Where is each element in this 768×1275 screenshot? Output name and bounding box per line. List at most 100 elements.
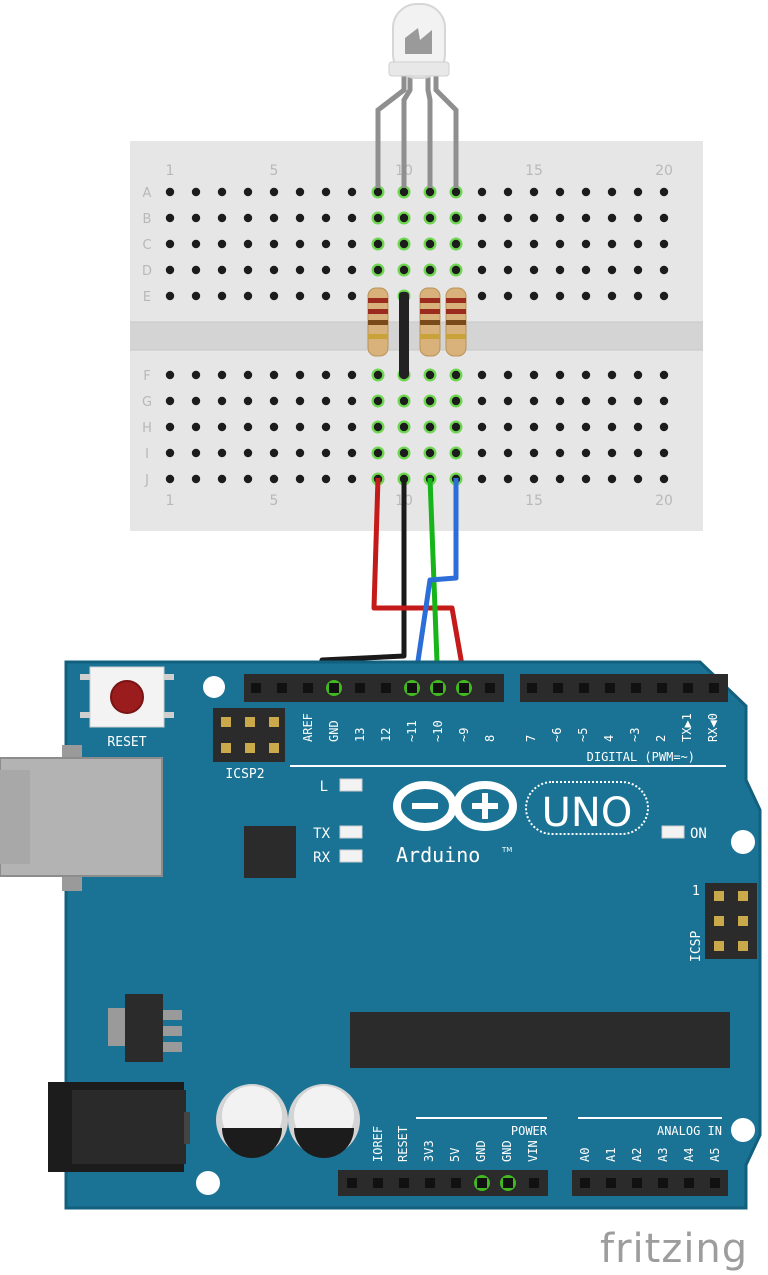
header-pin[interactable] xyxy=(399,1178,409,1188)
breadboard-hole[interactable] xyxy=(555,213,565,223)
breadboard-hole[interactable] xyxy=(399,239,409,249)
breadboard-hole[interactable] xyxy=(477,213,487,223)
breadboard-hole[interactable] xyxy=(399,448,409,458)
breadboard-hole[interactable] xyxy=(321,187,331,197)
breadboard-hole[interactable] xyxy=(347,213,357,223)
breadboard-hole[interactable] xyxy=(503,265,513,275)
breadboard-hole[interactable] xyxy=(581,448,591,458)
header-pin[interactable] xyxy=(373,1178,383,1188)
breadboard-hole[interactable] xyxy=(503,396,513,406)
breadboard-hole[interactable] xyxy=(321,474,331,484)
breadboard-hole[interactable] xyxy=(633,422,643,432)
breadboard-hole[interactable] xyxy=(503,474,513,484)
breadboard-hole[interactable] xyxy=(607,370,617,380)
header-pin[interactable] xyxy=(425,1178,435,1188)
breadboard-hole[interactable] xyxy=(295,239,305,249)
breadboard-hole[interactable] xyxy=(191,291,201,301)
breadboard-hole[interactable] xyxy=(529,422,539,432)
header-pin[interactable] xyxy=(632,1178,642,1188)
breadboard-hole[interactable] xyxy=(295,474,305,484)
breadboard-hole[interactable] xyxy=(243,265,253,275)
breadboard-hole[interactable] xyxy=(321,396,331,406)
breadboard-hole[interactable] xyxy=(191,265,201,275)
breadboard-hole[interactable] xyxy=(191,396,201,406)
breadboard-hole[interactable] xyxy=(555,265,565,275)
breadboard-hole[interactable] xyxy=(217,422,227,432)
breadboard-hole[interactable] xyxy=(659,239,669,249)
breadboard-hole[interactable] xyxy=(529,187,539,197)
breadboard-hole[interactable] xyxy=(243,370,253,380)
breadboard-hole[interactable] xyxy=(217,448,227,458)
header-pin[interactable] xyxy=(477,1178,487,1188)
header-pin[interactable] xyxy=(251,683,261,693)
breadboard-hole[interactable] xyxy=(451,422,461,432)
breadboard-hole[interactable] xyxy=(633,448,643,458)
breadboard-hole[interactable] xyxy=(529,265,539,275)
breadboard-hole[interactable] xyxy=(659,265,669,275)
breadboard-hole[interactable] xyxy=(451,370,461,380)
breadboard-hole[interactable] xyxy=(295,370,305,380)
breadboard-hole[interactable] xyxy=(295,187,305,197)
header-pin[interactable] xyxy=(459,683,469,693)
breadboard-hole[interactable] xyxy=(321,448,331,458)
breadboard-hole[interactable] xyxy=(243,291,253,301)
breadboard-hole[interactable] xyxy=(373,422,383,432)
breadboard-hole[interactable] xyxy=(269,370,279,380)
breadboard-hole[interactable] xyxy=(555,422,565,432)
breadboard-hole[interactable] xyxy=(581,291,591,301)
breadboard-hole[interactable] xyxy=(373,448,383,458)
breadboard-hole[interactable] xyxy=(217,370,227,380)
breadboard-hole[interactable] xyxy=(581,239,591,249)
breadboard-hole[interactable] xyxy=(477,239,487,249)
breadboard-hole[interactable] xyxy=(191,474,201,484)
breadboard-hole[interactable] xyxy=(425,265,435,275)
breadboard-hole[interactable] xyxy=(165,291,175,301)
breadboard-hole[interactable] xyxy=(321,370,331,380)
breadboard-hole[interactable] xyxy=(607,291,617,301)
breadboard-hole[interactable] xyxy=(607,474,617,484)
breadboard-hole[interactable] xyxy=(217,239,227,249)
breadboard-hole[interactable] xyxy=(165,422,175,432)
breadboard-hole[interactable] xyxy=(399,213,409,223)
breadboard-hole[interactable] xyxy=(607,213,617,223)
breadboard-hole[interactable] xyxy=(555,448,565,458)
breadboard-hole[interactable] xyxy=(295,422,305,432)
breadboard-hole[interactable] xyxy=(347,291,357,301)
breadboard-hole[interactable] xyxy=(295,265,305,275)
breadboard-hole[interactable] xyxy=(451,448,461,458)
breadboard-hole[interactable] xyxy=(607,396,617,406)
breadboard-hole[interactable] xyxy=(425,370,435,380)
breadboard-hole[interactable] xyxy=(243,213,253,223)
breadboard-hole[interactable] xyxy=(477,370,487,380)
breadboard-hole[interactable] xyxy=(243,474,253,484)
breadboard-hole[interactable] xyxy=(373,265,383,275)
breadboard-hole[interactable] xyxy=(503,187,513,197)
breadboard-hole[interactable] xyxy=(659,474,669,484)
breadboard-hole[interactable] xyxy=(399,396,409,406)
header-pin[interactable] xyxy=(407,683,417,693)
breadboard-hole[interactable] xyxy=(503,213,513,223)
header-pin[interactable] xyxy=(303,683,313,693)
breadboard-hole[interactable] xyxy=(217,187,227,197)
breadboard-hole[interactable] xyxy=(503,370,513,380)
breadboard-hole[interactable] xyxy=(321,213,331,223)
breadboard-hole[interactable] xyxy=(191,422,201,432)
breadboard-hole[interactable] xyxy=(347,187,357,197)
breadboard-hole[interactable] xyxy=(217,291,227,301)
breadboard-hole[interactable] xyxy=(269,239,279,249)
breadboard-hole[interactable] xyxy=(503,422,513,432)
breadboard-hole[interactable] xyxy=(659,422,669,432)
breadboard-hole[interactable] xyxy=(399,265,409,275)
breadboard-hole[interactable] xyxy=(659,291,669,301)
breadboard-hole[interactable] xyxy=(399,187,409,197)
breadboard-hole[interactable] xyxy=(191,187,201,197)
breadboard-hole[interactable] xyxy=(555,474,565,484)
breadboard-hole[interactable] xyxy=(191,213,201,223)
breadboard-hole[interactable] xyxy=(477,187,487,197)
header-pin[interactable] xyxy=(605,683,615,693)
breadboard-hole[interactable] xyxy=(529,239,539,249)
header-pin[interactable] xyxy=(606,1178,616,1188)
breadboard-hole[interactable] xyxy=(555,239,565,249)
breadboard-hole[interactable] xyxy=(321,422,331,432)
breadboard-hole[interactable] xyxy=(399,422,409,432)
